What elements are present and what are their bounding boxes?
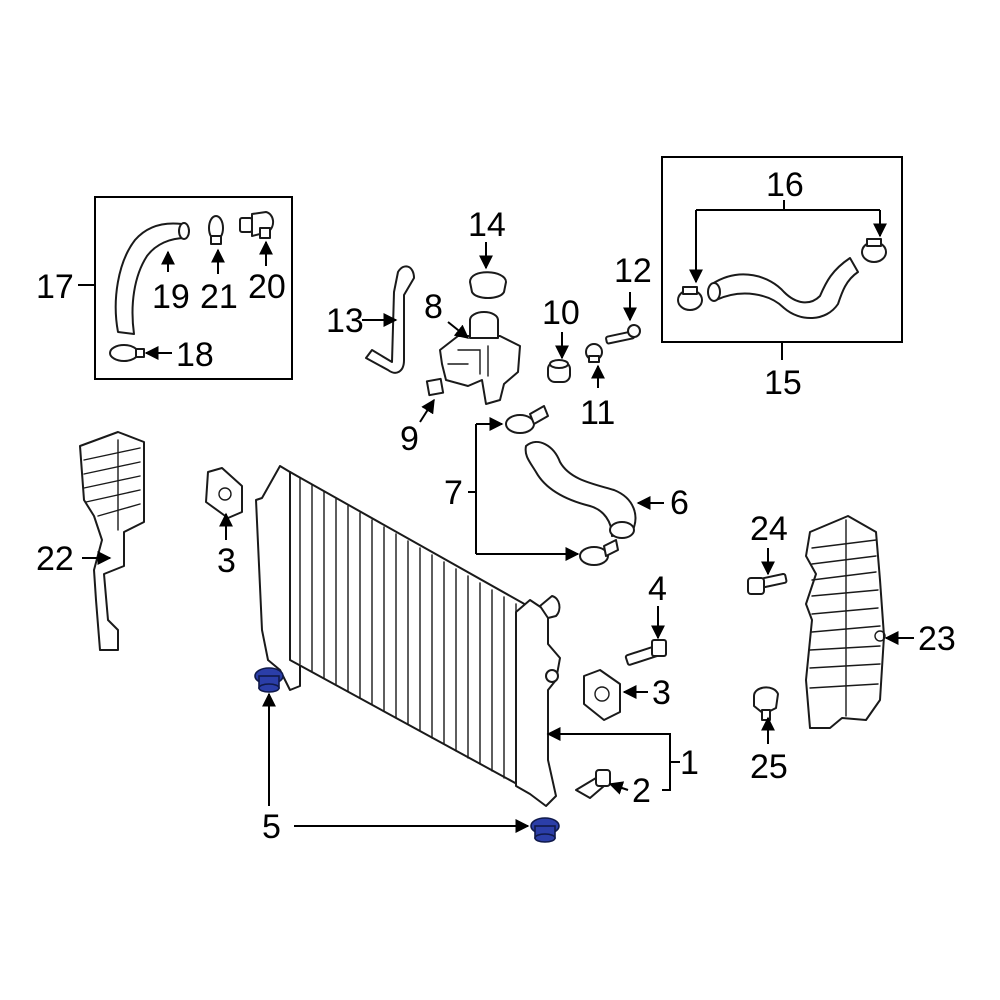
callout-4: 4	[648, 570, 667, 608]
callout-24: 24	[750, 510, 788, 548]
air-guide-22[interactable]	[79, 431, 145, 651]
callout-2: 2	[632, 772, 651, 810]
small-parts	[547, 292, 641, 388]
callout-18: 18	[176, 336, 214, 374]
radiator-1[interactable]	[255, 465, 561, 807]
callout-13: 13	[326, 302, 364, 340]
callout-6: 6	[670, 484, 689, 522]
callout-12: 12	[614, 252, 652, 290]
gasket-9[interactable]	[425, 377, 445, 397]
callout-8: 8	[424, 288, 443, 326]
clamp-21[interactable]	[208, 215, 224, 245]
reservoir-group	[362, 242, 521, 423]
callout-10: 10	[542, 294, 580, 332]
bolt-4[interactable]	[624, 639, 667, 666]
callout-25: 25	[750, 748, 788, 786]
callout-23: 23	[918, 620, 956, 658]
cap-14[interactable]	[469, 271, 507, 299]
clip-25[interactable]	[753, 686, 779, 721]
callout-21: 21	[200, 278, 238, 316]
callout-3b: 3	[652, 674, 671, 712]
air-guide-23[interactable]	[805, 515, 886, 729]
clamp-16-left[interactable]	[677, 286, 703, 311]
callout-7: 7	[444, 474, 463, 512]
hose-15[interactable]	[711, 257, 859, 320]
bracket-3-right[interactable]	[583, 669, 621, 721]
callout-9: 9	[400, 420, 419, 458]
mount-5-right[interactable]	[530, 817, 560, 843]
sensor-2[interactable]	[575, 769, 611, 799]
mount-5-left[interactable]	[254, 667, 284, 693]
callout-16: 16	[766, 166, 804, 204]
kit-box-15	[661, 156, 903, 360]
callout-17: 17	[36, 268, 74, 306]
grommet-10[interactable]	[547, 359, 571, 383]
bolt-24[interactable]	[747, 572, 788, 595]
overflow-hose-13[interactable]	[365, 265, 415, 374]
callout-3a: 3	[217, 542, 236, 580]
clamp-16-right[interactable]	[861, 238, 887, 263]
callout-15: 15	[764, 364, 802, 402]
callout-22: 22	[36, 540, 74, 578]
bolt-12[interactable]	[605, 324, 641, 345]
bolt-11[interactable]	[585, 343, 603, 363]
callout-20: 20	[248, 268, 286, 306]
lower-hose-group	[468, 405, 664, 566]
clamp-7-upper[interactable]	[505, 405, 549, 434]
reservoir-8[interactable]	[439, 311, 521, 405]
clamp-7-lower[interactable]	[579, 539, 619, 566]
callout-11: 11	[580, 394, 615, 432]
callout-5: 5	[262, 808, 281, 846]
kit-box-17	[78, 196, 293, 380]
callout-14: 14	[468, 206, 506, 244]
callout-19: 19	[152, 278, 190, 316]
clamp-18[interactable]	[109, 344, 145, 362]
connector-20[interactable]	[239, 211, 274, 239]
bracket-3-left[interactable]	[205, 467, 243, 519]
callout-1: 1	[680, 744, 699, 782]
